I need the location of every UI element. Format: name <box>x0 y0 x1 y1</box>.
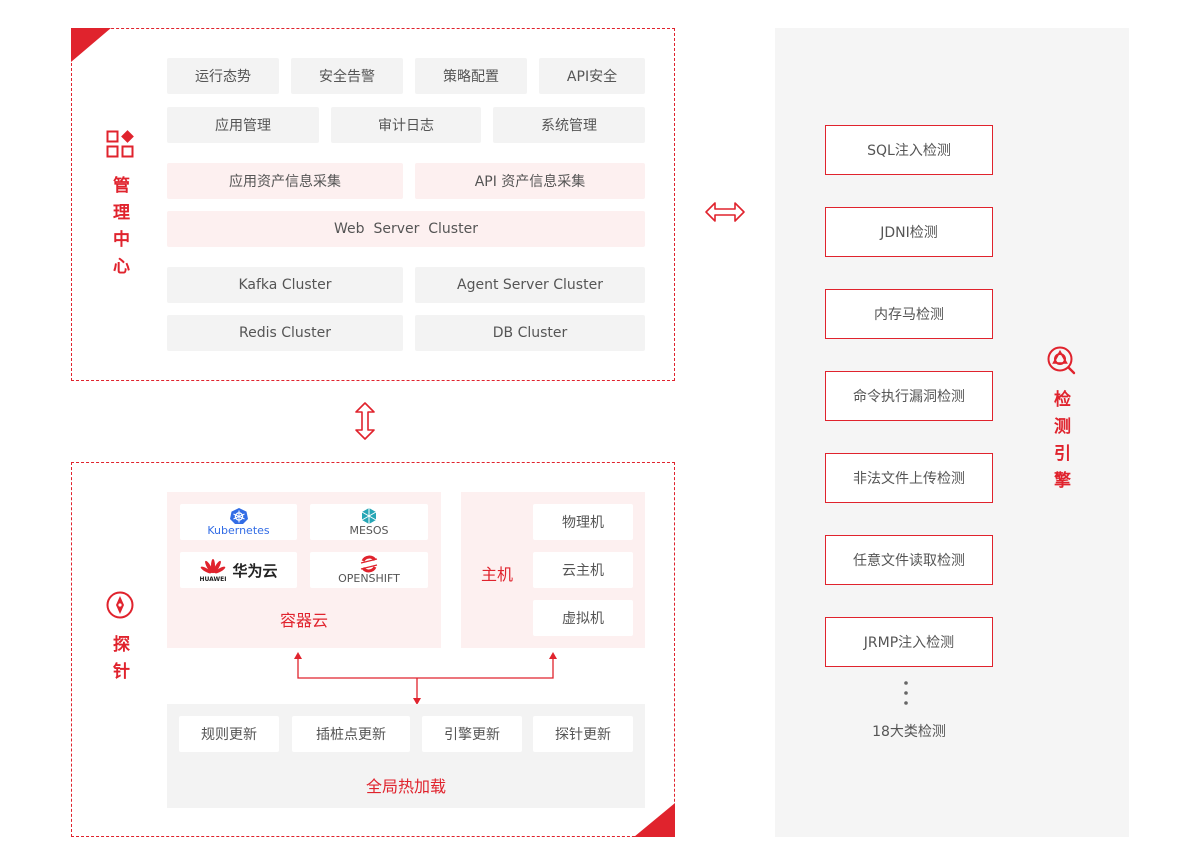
host-label: 主机 <box>480 565 513 584</box>
detect-illegal-upload: 非法文件上传检测 <box>825 453 993 503</box>
update-hook-points: 插桩点更新 <box>292 716 410 752</box>
compass-icon <box>106 591 134 619</box>
host-physical: 物理机 <box>533 504 633 540</box>
mesos-logo-chip: MESOS <box>310 504 428 540</box>
host-cloud: 云主机 <box>533 552 633 588</box>
double-arrow-vertical-icon <box>355 402 375 440</box>
apps-icon <box>106 130 134 158</box>
chip-redis-cluster: Redis Cluster <box>167 315 403 351</box>
update-probe: 探针更新 <box>533 716 633 752</box>
detect-memory-shell: 内存马检测 <box>825 289 993 339</box>
detect-command-exec: 命令执行漏洞检测 <box>825 371 993 421</box>
chip-run-status: 运行态势 <box>167 58 279 94</box>
detect-jrmp-injection: JRMP注入检测 <box>825 617 993 667</box>
openshift-logo <box>360 555 378 573</box>
chip-system-management: 系统管理 <box>493 107 645 143</box>
search-target-icon <box>1047 346 1076 375</box>
update-rules: 规则更新 <box>179 716 279 752</box>
detect-sql-injection: SQL注入检测 <box>825 125 993 175</box>
host-virtual: 虚拟机 <box>533 600 633 636</box>
chip-web-server-cluster: Web Server Cluster <box>167 211 645 247</box>
more-dots-icon <box>904 681 908 705</box>
chip-app-asset-collect: 应用资产信息采集 <box>167 163 403 199</box>
chip-policy-config: 策略配置 <box>415 58 527 94</box>
huawei-logo <box>200 558 226 573</box>
chip-app-management: 应用管理 <box>167 107 319 143</box>
engine-title: 检测引擎 <box>1050 390 1070 498</box>
probe-title: 探针 <box>109 635 129 689</box>
management-center-panel <box>71 28 675 381</box>
probe-panel <box>71 462 675 837</box>
chip-agent-server-cluster: Agent Server Cluster <box>415 267 645 303</box>
detect-jdni: JDNI检测 <box>825 207 993 257</box>
connector-lines <box>294 652 557 705</box>
mesos-label: MESOS <box>349 524 389 537</box>
double-arrow-horizontal-icon <box>705 202 745 222</box>
kubernetes-logo <box>229 508 248 524</box>
management-title: 管理中心 <box>109 176 129 284</box>
update-engine: 引擎更新 <box>422 716 522 752</box>
chip-kafka-cluster: Kafka Cluster <box>167 267 403 303</box>
openshift-label: OPENSHIFT <box>338 572 400 585</box>
chip-db-cluster: DB Cluster <box>415 315 645 351</box>
kubernetes-label: Kubernetes <box>207 524 270 537</box>
detect-arbitrary-read: 任意文件读取检测 <box>825 535 993 585</box>
mesos-logo <box>361 508 377 524</box>
huawei-cloud-label: 华为云 <box>232 561 278 580</box>
probe-corner-accent <box>634 803 675 837</box>
huawei-wordmark: HUAWEI <box>199 575 227 583</box>
management-corner-accent <box>71 28 111 62</box>
chip-api-asset-collect: API 资产信息采集 <box>415 163 645 199</box>
chip-audit-log: 审计日志 <box>331 107 481 143</box>
chip-api-security: API安全 <box>539 58 645 94</box>
kubernetes-logo-chip: Kubernetes <box>180 504 297 540</box>
huawei-logo-chip: HUAWEI 华为云 <box>180 552 297 588</box>
chip-security-alert: 安全告警 <box>291 58 403 94</box>
container-cloud-label: 容器云 <box>279 611 328 630</box>
hot-reload-label: 全局热加载 <box>365 777 446 796</box>
openshift-logo-chip: OPENSHIFT <box>310 552 428 588</box>
detection-count-label: 18大类检测 <box>872 724 946 740</box>
